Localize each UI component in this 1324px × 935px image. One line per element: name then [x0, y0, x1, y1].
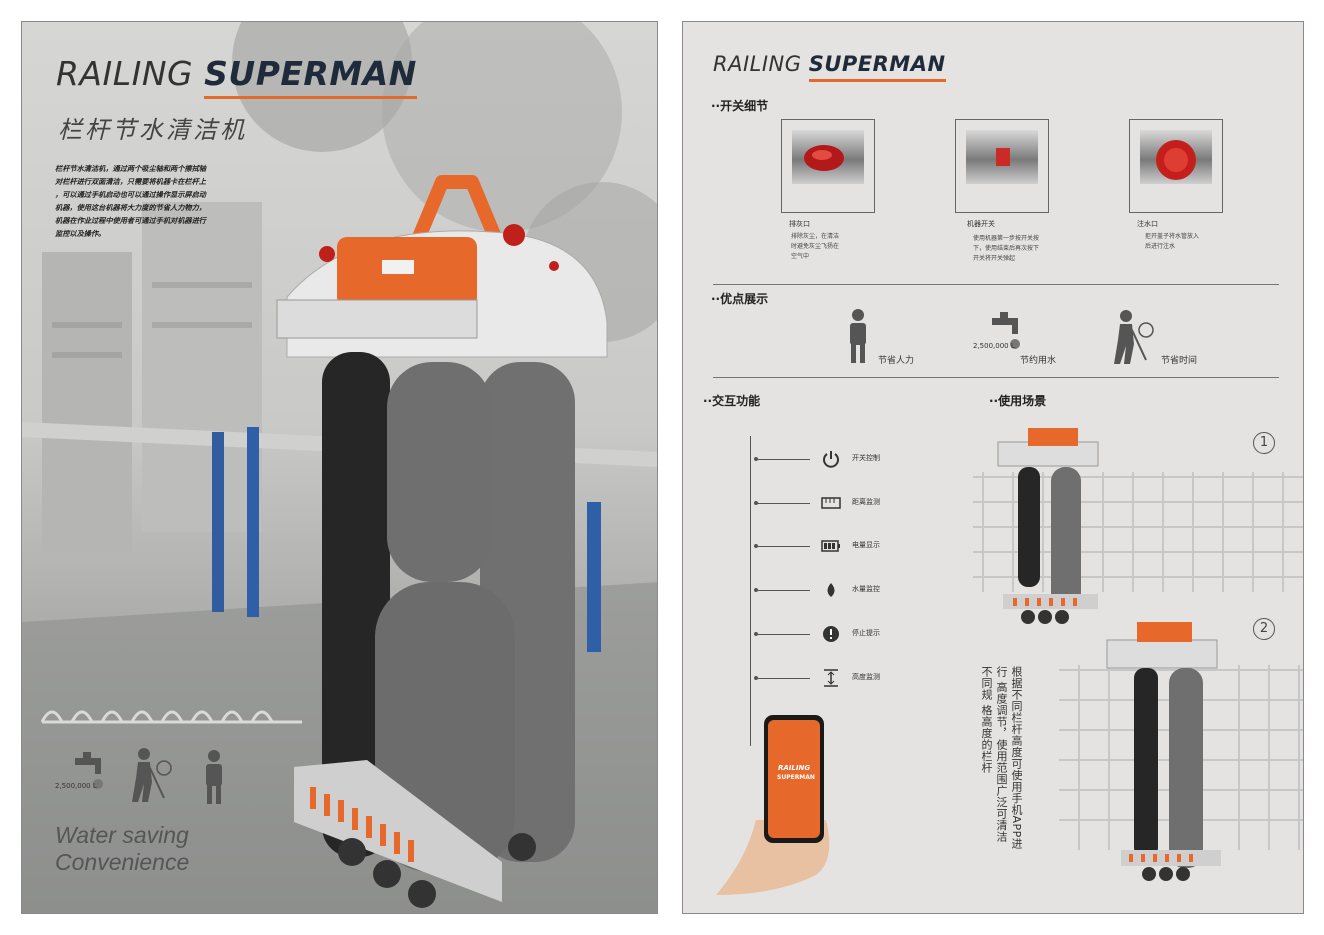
water-cap-icon: [1156, 140, 1196, 180]
power-icon: [823, 451, 839, 468]
function-label: 电量显示: [852, 541, 880, 549]
height-icon: [824, 669, 838, 687]
faucet-icon: [992, 312, 1020, 349]
water-amount-label: 2,500,000 L: [973, 342, 1015, 350]
cn-title: 栏杆节水清洁机: [58, 116, 247, 144]
timeline-connector: [756, 503, 810, 504]
scene-desc-col: 高度调节，使用范围广泛可清洁不同规: [980, 666, 1008, 843]
function-label: 开关控制: [852, 454, 880, 462]
timeline-connector: [756, 634, 810, 635]
phone-brand-line2: SUPERMAN: [777, 774, 815, 781]
scene-marker: 1: [1253, 432, 1275, 454]
scene-1-illustration: [973, 428, 1303, 624]
scene-description: 根据不同栏杆高度可使用手机APP进行 高度调节，使用范围广泛可清洁不同规 格高度…: [979, 666, 1024, 851]
switch-box-water-inlet: [1129, 119, 1223, 213]
scene-desc-col: 格高度的栏杆: [980, 704, 993, 774]
alert-icon: [823, 626, 839, 642]
brand-title: RAILING SUPERMAN: [56, 54, 417, 93]
timeline-connector: [756, 590, 810, 591]
person-icon: [206, 750, 222, 804]
desc-line: 空气中: [791, 253, 810, 260]
description-line: ，可以通过手机启动也可以通过操作显示屏启动: [55, 190, 206, 199]
product-render: [276, 175, 608, 908]
desc-line: 排除灰尘，在清洁: [791, 233, 840, 240]
brand-title-bold: SUPERMAN: [808, 52, 946, 76]
right-poster: RAILING SUPERMAN ··开关细节 排灰口 排除灰尘，在清洁 时避免…: [682, 21, 1304, 914]
switch-caption: 注水口: [1137, 220, 1158, 228]
divider: [713, 284, 1279, 285]
faucet-icon: [75, 752, 103, 789]
advantage-label: 节省人力: [878, 356, 915, 366]
tagline-line1: Water saving: [55, 822, 189, 848]
brand-title-light: RAILING: [713, 52, 802, 76]
battery-icon: [821, 540, 840, 552]
desc-line: 下，使用结束后再次按下: [973, 245, 1040, 252]
switch-desc: 拒开盖子将水管放入 后进行注水: [1145, 232, 1199, 252]
switch-caption: 机器开关: [967, 220, 995, 228]
scene-2-illustration: [1059, 622, 1303, 881]
tagline: Water saving Convenience: [55, 822, 189, 876]
divider: [713, 377, 1279, 378]
switch-desc: 使用机器第一步按开关按 下，使用结束后再次按下 开关将开关弹起: [973, 234, 1039, 264]
description-line: 栏杆节水清洁机，通过两个吸尘轴和两个擦拭轴: [55, 164, 206, 173]
function-label: 高度监测: [852, 673, 880, 681]
description-line: 机器，使用这台机器将大力度的节省人力物力，: [55, 203, 206, 212]
desc-line: 开关将开关弹起: [973, 255, 1016, 262]
brand-title: RAILING SUPERMAN: [713, 52, 946, 76]
scene-desc-col: 根据不同栏杆高度可使用手机APP进行: [995, 666, 1023, 850]
scene-marker: 2: [1253, 618, 1275, 640]
power-switch-icon: [996, 148, 1010, 166]
timeline-connector: [756, 678, 810, 679]
brand-title-bold: SUPERMAN: [204, 54, 417, 93]
red-button-icon: [804, 145, 844, 171]
switch-desc: 排除灰尘，在清洁 时避免灰尘飞扬在 空气中: [791, 232, 839, 262]
section-title-advantages: ··优点展示: [711, 292, 769, 306]
description-line: 对栏杆进行双面清洁，只需要将机器卡在栏杆上: [55, 177, 206, 186]
tagline-line2: Convenience: [55, 849, 190, 875]
phone-in-hand: [716, 715, 830, 895]
product-description: 栏杆节水清洁机，通过两个吸尘轴和两个擦拭轴 对栏杆进行双面清洁，只需要将机器卡在…: [55, 162, 285, 240]
desc-line: 时避免灰尘飞扬在: [791, 243, 840, 250]
person-cleaning-icon: [132, 748, 172, 802]
switch-caption: 排灰口: [789, 220, 810, 228]
function-label: 停止提示: [852, 629, 880, 637]
section-title-interaction: ··交互功能: [703, 394, 761, 408]
timeline-connector: [756, 546, 810, 547]
description-line: 监控以及操作。: [55, 229, 106, 238]
person-cleaning-icon: [1114, 310, 1154, 364]
desc-line: 使用机器第一步按开关按: [973, 235, 1040, 242]
desc-line: 后进行注水: [1145, 243, 1176, 250]
switch-box-dust-outlet: [781, 119, 875, 213]
ruler-icon: [821, 497, 841, 509]
phone-brand-line1: RAILING: [778, 764, 811, 772]
timeline-connector: [756, 459, 810, 460]
section-title-scenes: ··使用场景: [989, 394, 1047, 408]
section-title-switch: ··开关细节: [711, 99, 769, 113]
function-timeline: [750, 436, 751, 746]
water-amount-label: 2,500,000 L: [55, 782, 97, 790]
description-line: 机器在作业过程中使用者可通过手机对机器进行: [55, 216, 206, 225]
desc-line: 拒开盖子将水管放入: [1145, 233, 1200, 240]
left-poster: RAILING SUPERMAN 栏杆节水清洁机 栏杆节水清洁机，通过两个吸尘轴…: [21, 21, 658, 914]
function-label: 距离监测: [852, 498, 880, 506]
water-drop-icon: [827, 583, 835, 597]
function-label: 水量监控: [852, 585, 880, 593]
switch-box-power: [955, 119, 1049, 213]
brand-title-light: RAILING: [56, 54, 194, 93]
advantage-label: 节省时间: [1161, 356, 1198, 366]
person-icon: [850, 309, 866, 363]
advantage-label: 节约用水: [1020, 356, 1057, 366]
